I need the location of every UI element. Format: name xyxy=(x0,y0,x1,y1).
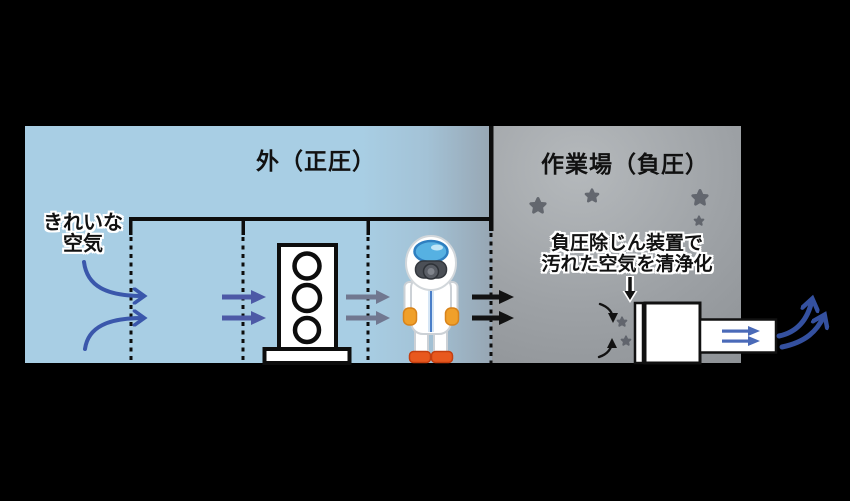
dust-particles xyxy=(529,188,709,346)
clean-air-line1: きれいな xyxy=(43,210,123,234)
boundary-crossing-arrows xyxy=(472,290,514,325)
clean-air-line2: 空気 xyxy=(63,231,103,255)
glove-left xyxy=(402,307,418,326)
filter-panel xyxy=(633,301,645,365)
supply-fan-unit xyxy=(262,243,352,365)
booth-top-bar xyxy=(129,217,493,235)
partition-wall xyxy=(489,126,494,363)
visor xyxy=(413,239,449,264)
outside-title: 外（正圧） xyxy=(256,149,376,175)
dust-collector-unit xyxy=(633,301,778,365)
device-note-label: 負圧除じん装置で 汚れた空気を清浄化 xyxy=(541,233,712,275)
clean-air-label: きれいな 空気 xyxy=(43,212,123,254)
glove-right xyxy=(444,307,460,326)
boot-right xyxy=(430,350,454,364)
device-note-line1: 負圧除じん装置で xyxy=(550,232,704,254)
exhaust-up-arrows xyxy=(776,300,824,350)
worker-figure xyxy=(402,235,460,364)
device-note-line2: 汚れた空気を清浄化 xyxy=(541,253,713,275)
boot-left xyxy=(408,350,432,364)
curtain-dotted-lines xyxy=(129,237,370,363)
intake-swirl-arrows xyxy=(597,302,618,359)
fan-outlet-arrows xyxy=(346,290,390,325)
note-pointer-arrow xyxy=(622,276,638,303)
workshop-title: 作業場（負圧） xyxy=(541,152,709,178)
booth-supply-arrows xyxy=(222,290,266,325)
clean-air-inflow-arrows xyxy=(82,260,143,351)
duct-flow-arrows xyxy=(722,326,760,346)
exhaust-duct xyxy=(698,318,778,354)
